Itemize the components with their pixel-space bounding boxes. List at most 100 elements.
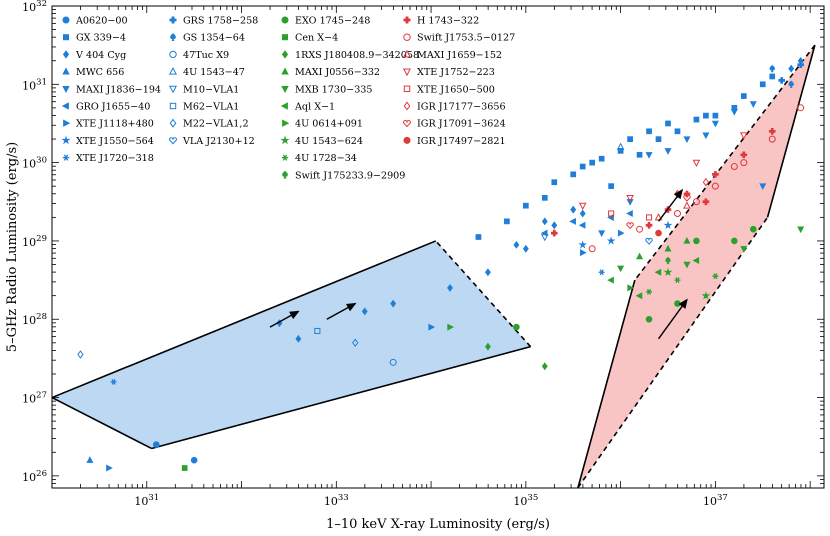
data-point <box>606 236 616 245</box>
legend-label: XTE J1720−318 <box>76 153 154 164</box>
legend-label: 1RXS J180408.9−342058 <box>295 50 419 61</box>
legend-marker <box>61 135 71 145</box>
data-point <box>608 183 614 189</box>
legend-marker <box>168 85 178 94</box>
data-point <box>513 323 520 331</box>
data-point <box>730 163 738 171</box>
data-point <box>390 299 397 308</box>
data-point <box>797 104 805 112</box>
data-point <box>626 194 634 203</box>
legend-marker <box>61 102 69 110</box>
data-point <box>683 194 691 202</box>
legend-label: GRS 1758−258 <box>183 16 258 27</box>
data-point <box>447 323 454 331</box>
legend-label: H 1743−322 <box>417 16 479 27</box>
data-point <box>654 213 663 221</box>
data-point <box>730 109 738 116</box>
data-point <box>739 132 748 140</box>
data-point <box>683 261 691 269</box>
trend-arrow <box>269 310 300 328</box>
legend-marker <box>62 85 70 93</box>
data-point <box>485 342 491 351</box>
data-point <box>77 350 84 359</box>
data-point <box>636 252 644 260</box>
legend-label: XTE J1752−223 <box>417 67 495 78</box>
legend-marker <box>168 67 178 75</box>
data-point <box>702 132 710 140</box>
data-point <box>541 217 548 226</box>
points-layer <box>77 56 805 472</box>
data-point <box>759 81 766 88</box>
legend-label: MAXI J1659−152 <box>417 50 502 61</box>
data-point <box>522 202 529 209</box>
data-point <box>190 456 198 464</box>
data-point <box>701 291 711 300</box>
data-point <box>692 257 700 265</box>
data-point <box>580 249 587 257</box>
data-point <box>513 240 520 249</box>
legend-label: M22−VLA1,2 <box>183 119 249 130</box>
legend-label: GS 1354−64 <box>183 33 245 44</box>
legend-marker <box>403 85 411 93</box>
data-point <box>578 202 587 211</box>
data-point <box>636 151 643 158</box>
data-point <box>570 205 577 214</box>
data-point <box>692 159 701 167</box>
x-tick-label: 1031 <box>134 493 159 508</box>
data-point <box>589 159 596 166</box>
legend-label: 4U 1543−624 <box>295 136 363 147</box>
data-point <box>598 269 605 276</box>
legend-label: Aql X−1 <box>294 102 335 113</box>
legend-label: MAXI J1836−194 <box>76 84 161 95</box>
x-tick-label: 1037 <box>703 493 728 508</box>
data-point <box>645 221 653 229</box>
data-point <box>674 300 681 307</box>
data-point <box>645 237 653 245</box>
data-point <box>712 273 719 280</box>
data-point <box>664 244 672 252</box>
data-point <box>712 171 719 178</box>
legend-marker <box>403 101 411 111</box>
legend-marker <box>62 67 70 75</box>
data-point <box>665 120 671 127</box>
data-point <box>579 163 586 170</box>
legend-marker <box>62 154 70 161</box>
legend-marker <box>282 119 290 127</box>
y-axis-label: 5–GHz Radio Luminosity (erg/s) <box>5 142 20 352</box>
legend-label: M10−VLA1 <box>183 84 239 95</box>
legend-marker <box>402 49 412 58</box>
data-point <box>769 73 776 80</box>
data-point <box>693 116 700 123</box>
data-point <box>152 441 160 448</box>
y-tick-label: 1028 <box>22 312 47 327</box>
data-point <box>626 222 634 230</box>
blue-band-edge <box>151 345 531 450</box>
data-point <box>570 171 577 178</box>
data-point <box>778 77 786 84</box>
data-point <box>692 198 700 206</box>
legend-label: A0620−00 <box>75 16 128 27</box>
legend-marker <box>403 120 411 128</box>
data-point <box>731 237 738 245</box>
legend-label: IGR J17091−3624 <box>417 119 506 130</box>
legend-label: MWC 656 <box>76 67 124 78</box>
legend-label: IGR J17497−2821 <box>417 136 506 147</box>
legend-label: XTE J1118+480 <box>76 119 154 130</box>
data-point <box>617 229 625 237</box>
data-point <box>702 198 710 206</box>
data-point <box>608 210 615 217</box>
legend-marker <box>281 34 289 41</box>
data-point <box>635 292 643 300</box>
legend-label: MAXI J0556−332 <box>295 67 380 78</box>
data-point <box>664 148 672 155</box>
trend-arrow <box>326 302 357 320</box>
legend-label: Cen X−4 <box>295 33 338 44</box>
data-point <box>314 327 321 335</box>
legend-marker <box>169 118 177 128</box>
data-point <box>295 334 302 343</box>
data-point <box>551 179 558 186</box>
legend-marker <box>280 102 288 110</box>
data-point <box>588 245 596 253</box>
legend-label: XTE J1650−500 <box>417 84 495 95</box>
